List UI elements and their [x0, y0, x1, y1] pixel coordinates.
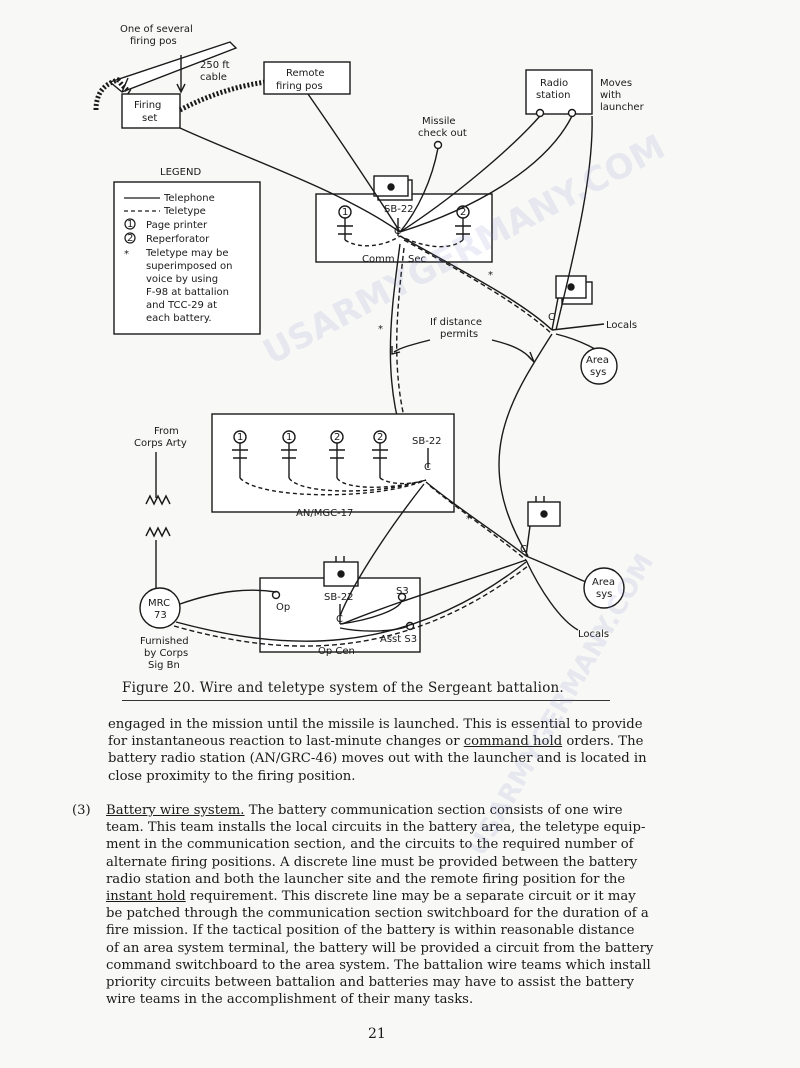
label-locals-battery: Locals	[606, 320, 637, 331]
svg-text:*: *	[488, 270, 493, 281]
label-remote: Remote	[286, 68, 325, 79]
legend-telephone: Telephone	[163, 193, 215, 204]
svg-text:2: 2	[377, 432, 383, 443]
label-by-corps: by Corps	[144, 648, 188, 659]
legend-note-5: each battery.	[146, 313, 212, 324]
label-firing-pos: firing pos	[130, 36, 177, 47]
label-s3: S3	[396, 586, 409, 597]
label-mrc-num: 73	[154, 610, 167, 621]
legend-note-3: F-98 at battalion	[146, 287, 229, 298]
term-command-hold: command hold	[463, 734, 563, 750]
label-moves: Moves	[600, 78, 632, 89]
label-cable: cable	[200, 72, 227, 83]
label-remote-firing-pos: firing pos	[276, 81, 323, 92]
legend-note-4: and TCC-29 at	[146, 300, 217, 311]
an-mgc-17-box	[211, 413, 455, 513]
label-area-battery: Area	[586, 355, 609, 366]
label-furnished: Furnished	[140, 636, 189, 647]
section-heading: Battery wire system.	[106, 803, 245, 818]
svg-text:C: C	[548, 312, 555, 323]
label-op: Op	[276, 602, 290, 613]
label-permits: permits	[440, 329, 478, 340]
remote-firing-pos-box	[263, 61, 351, 95]
svg-text:2: 2	[334, 432, 340, 443]
label-sb22-mgc: SB-22	[412, 436, 442, 447]
label-comm: Comm	[362, 254, 395, 265]
svg-text:C: C	[520, 544, 527, 555]
legend-note-1: superimposed on	[146, 261, 233, 272]
label-area-battalion: Area	[592, 577, 615, 588]
label-sb22-opcen: SB-22	[324, 592, 354, 603]
label-radio: Radio	[540, 78, 568, 89]
legend-teletype: Teletype	[163, 206, 206, 217]
label-sys-battalion: sys	[596, 589, 612, 600]
caption-underline	[122, 700, 610, 701]
page-number: 21	[368, 1026, 386, 1042]
svg-text:C: C	[394, 226, 401, 237]
label-if-distance: If distance	[430, 317, 482, 328]
label-station: station	[536, 90, 570, 101]
label-check-out: check out	[418, 128, 467, 139]
label-asst-s3: Asst S3	[380, 634, 417, 645]
svg-text:C: C	[424, 462, 431, 473]
label-firing: Firing	[134, 100, 161, 111]
label-250ft: 250 ft	[200, 60, 230, 71]
label-locals-battalion: Locals	[578, 629, 609, 640]
wire-teletype-diagram: One of several firing pos 250 ft cable F…	[93, 24, 645, 671]
legend-reperforator: Reperforator	[146, 234, 210, 245]
label-set: set	[142, 113, 157, 124]
label-mrc: MRC	[148, 598, 170, 609]
svg-text:1: 1	[237, 432, 243, 443]
label-corps-arty: Corps Arty	[134, 438, 187, 449]
svg-text:1: 1	[342, 207, 348, 218]
svg-text:2: 2	[460, 207, 466, 218]
label-sec: Sec	[408, 254, 426, 265]
label-one-of-several: One of several	[120, 24, 193, 35]
label-sb22-comm: SB-22	[384, 204, 414, 215]
label-missile: Missile	[422, 116, 456, 127]
label-sig-bn: Sig Bn	[148, 660, 180, 671]
label-with: with	[600, 90, 621, 101]
label-from: From	[154, 426, 179, 437]
label-sys-battery: sys	[590, 367, 606, 378]
figure-caption: Figure 20. Wire and teletype system of t…	[122, 680, 610, 701]
svg-text:1: 1	[286, 432, 292, 443]
svg-text:*: *	[124, 249, 129, 260]
legend-box	[113, 181, 261, 335]
missile-launcher-icon	[93, 41, 238, 111]
label-launcher: launcher	[600, 102, 645, 113]
label-an-mgc-17: AN/MGC-17	[296, 508, 353, 519]
radio-station-box	[525, 69, 593, 115]
legend-note-2: voice by using	[146, 274, 218, 285]
svg-text:2: 2	[127, 233, 133, 244]
svg-text:1: 1	[127, 219, 133, 230]
svg-text:*: *	[466, 514, 471, 525]
legend-title: LEGEND	[160, 167, 201, 178]
firing-set-box	[121, 93, 181, 129]
paragraph-battery-wire-system: Battery wire system. The battery communi…	[106, 803, 654, 1008]
svg-text:C: C	[336, 614, 343, 625]
cable-250ft	[178, 79, 267, 113]
svg-text:*: *	[378, 324, 383, 335]
label-op-cen: Op Cen	[318, 646, 355, 657]
paragraph-continuation: engaged in the mission until the missile…	[108, 717, 647, 784]
item-number: (3)	[72, 803, 91, 818]
legend-page-printer: Page printer	[146, 220, 208, 231]
legend-note-0: Teletype may be	[145, 248, 228, 259]
term-instant-hold: instant hold	[106, 889, 186, 905]
